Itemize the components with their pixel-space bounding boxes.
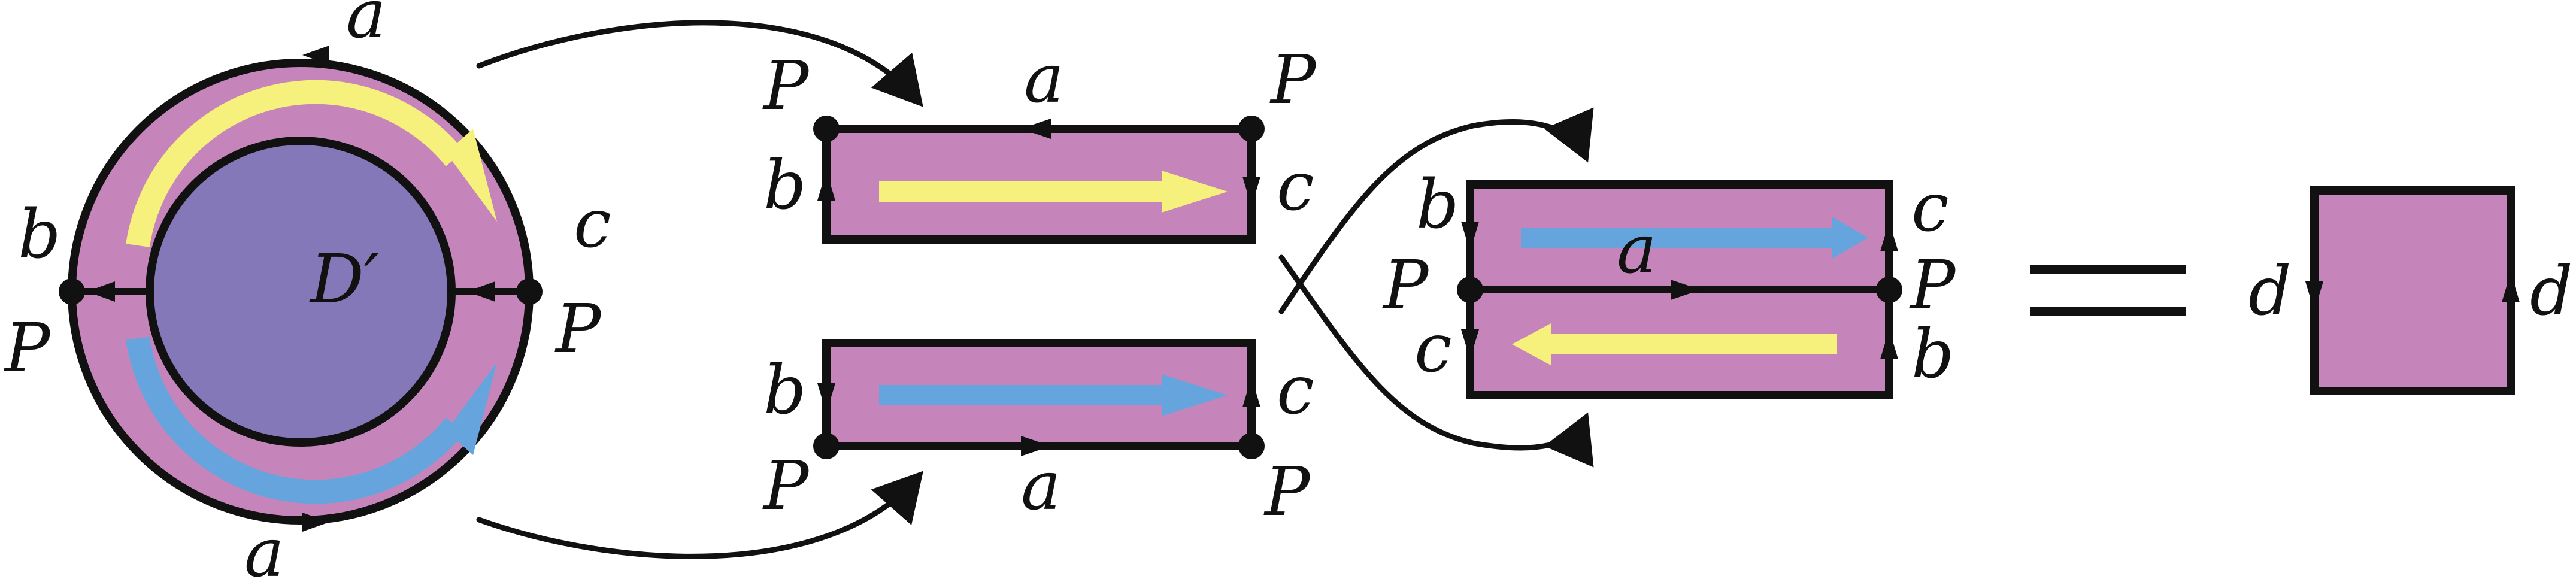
square-label-left-d: d (2248, 253, 2292, 331)
strip-top-label-c: c (1277, 148, 1314, 226)
arrowhead-edge-a-icon (1021, 119, 1051, 139)
disk-label-left-p: P (4, 310, 51, 387)
result-square-body (2310, 186, 2515, 395)
disk-label-left-b: b (18, 196, 61, 274)
strip-bottom-label-right-p: P (1263, 453, 1311, 531)
arrowhead-edge-b-icon (817, 383, 835, 413)
curve-arrow-top (476, 20, 923, 107)
point-left (59, 278, 85, 305)
strip-bottom-label-left-p: P (762, 447, 810, 525)
arrowhead-edge-c-icon (1242, 377, 1260, 407)
strip-top-label-a: a (1024, 40, 1064, 118)
arrowhead-right-bottom-b-icon (1880, 329, 1898, 359)
blue-arrow-icon (1521, 217, 1868, 259)
yellow-arrow-icon (126, 80, 497, 247)
point-top-right (1238, 116, 1265, 142)
arrowhead-right-d-icon (2502, 272, 2520, 302)
point-glued-left (1457, 277, 1483, 303)
glued-label-top-right-c: c (1911, 169, 1949, 247)
cross-curve-up (1278, 107, 1594, 314)
strip-bottom-label-a: a (1021, 447, 1061, 525)
glued-label-top-left-b: b (1416, 166, 1459, 244)
square-label-right-d: d (2530, 253, 2573, 331)
strip-top-label-b: b (763, 147, 807, 225)
strip-bottom-label-c: c (1277, 351, 1314, 429)
arrowhead-left-top-b-icon (1461, 222, 1479, 251)
arrowhead-edge-b-icon (817, 171, 835, 201)
annulus-diagram: a a b P c P D′ (4, 0, 611, 582)
arrowhead-cut-right-icon (467, 281, 495, 302)
disk-label-right-p: P (554, 290, 602, 368)
inner-disk-d-prime (146, 137, 456, 447)
arrowhead-left-bottom-c-icon (1461, 329, 1479, 359)
blue-arrow-icon (879, 374, 1228, 416)
point-right (516, 278, 543, 305)
cross-curve-down (1278, 254, 1594, 468)
arrowhead-middle-a-icon (1671, 280, 1701, 300)
disk-label-bottom-a: a (244, 514, 284, 582)
point-glued-right (1876, 277, 1902, 303)
point-top-left (813, 116, 840, 142)
point-bottom-right (1238, 433, 1265, 459)
strip-top-label-left-p: P (762, 47, 810, 125)
glued-label-bottom-left-c: c (1414, 310, 1452, 387)
disk-label-right-c: c (574, 185, 611, 263)
disk-label-center-d-prime: D′ (309, 241, 379, 319)
equals-sign: = (2030, 265, 2186, 316)
disk-label-top-a: a (346, 0, 386, 53)
strip-top-label-right-p: P (1269, 41, 1317, 119)
strip-top: P P a b c (762, 40, 1317, 244)
arrowhead-right-top-c-icon (1880, 222, 1898, 251)
yellow-arrow-icon (1512, 323, 1837, 365)
arrowhead-left-d-icon (2305, 281, 2323, 311)
blue-arrow-icon (126, 337, 497, 504)
glued-label-right-p: P (1909, 247, 1956, 325)
glued-label-middle-a: a (1617, 211, 1657, 289)
strip-bottom-label-b: b (763, 351, 807, 429)
glued-label-left-p: P (1382, 247, 1429, 325)
yellow-arrow-icon (879, 171, 1228, 213)
arrowhead-top-left-icon (302, 46, 329, 65)
arrowhead-cut-left-icon (87, 281, 115, 302)
glued-label-bottom-right-b: b (1911, 316, 1954, 393)
arrowhead-edge-c-icon (1242, 177, 1260, 207)
glued-rectangle: b c a P P c b (1382, 166, 1956, 399)
result-square: d d (2248, 186, 2573, 395)
arrowhead-edge-a-icon (1021, 436, 1051, 456)
point-bottom-left (813, 433, 840, 459)
arrowhead-bottom-right-icon (302, 513, 329, 532)
curve-arrow-bottom (476, 471, 923, 559)
strip-bottom: b c P a P (762, 339, 1314, 531)
